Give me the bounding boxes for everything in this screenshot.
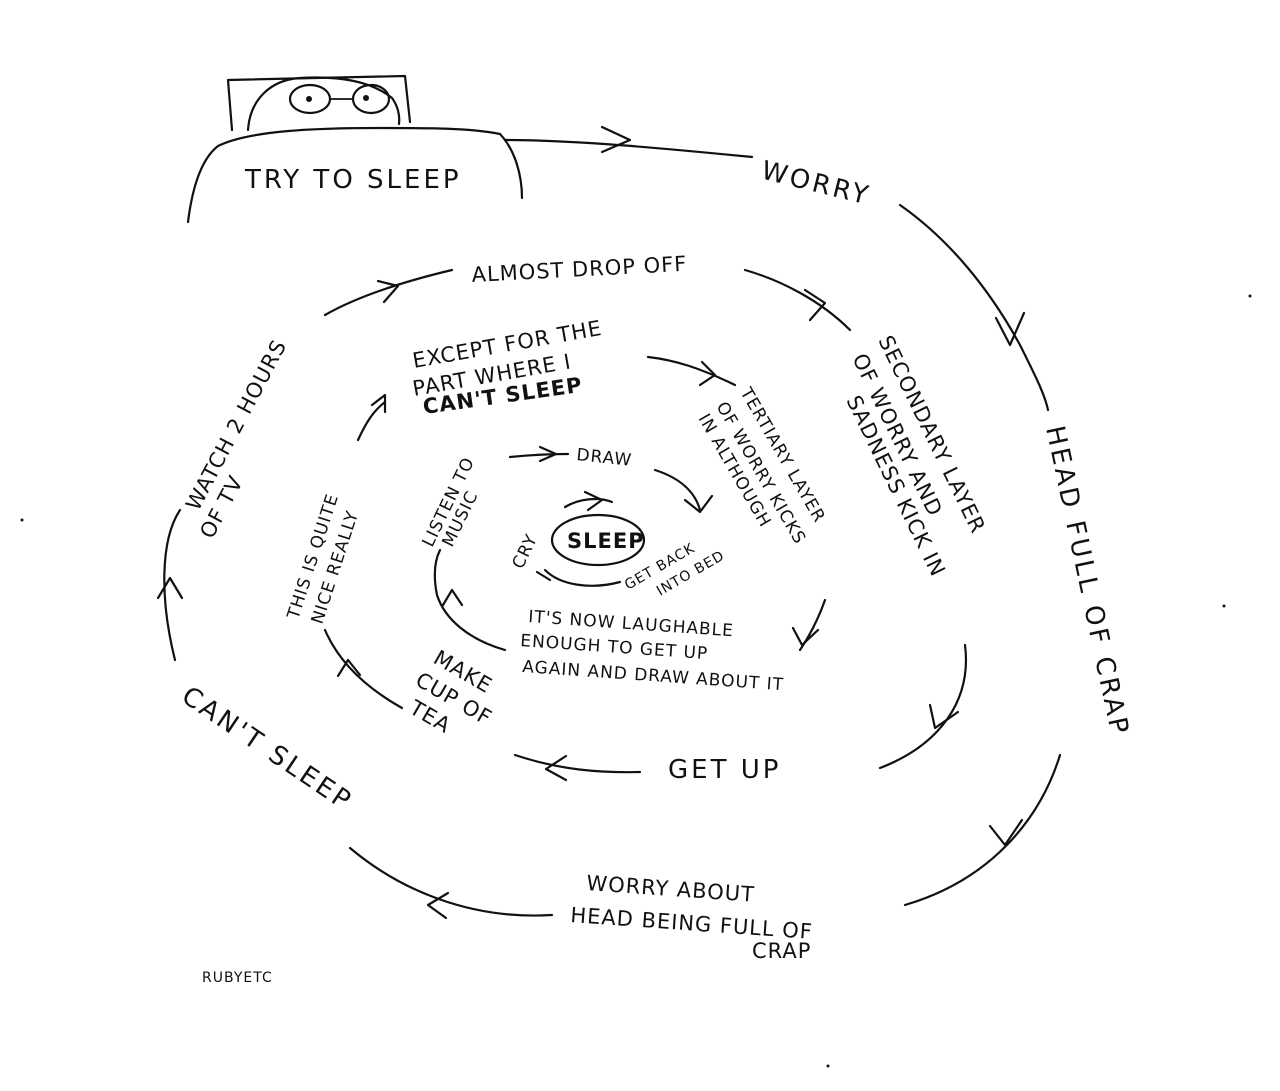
label-worry-about-1: WORRY ABOUT — [586, 871, 756, 907]
outer-loop-arrows — [156, 125, 1062, 920]
right-eye — [351, 83, 391, 115]
label-try-to-sleep: TRY TO SLEEP — [244, 165, 462, 195]
label-worry-about-2: HEAD BEING FULL OF — [570, 903, 814, 944]
label-worry-about-3: CRAP — [752, 939, 811, 963]
label-draw: DRAW — [575, 445, 633, 471]
third-loop-arrows — [433, 355, 827, 652]
signature: RUBYETC — [202, 970, 273, 986]
label-laughable-3: AGAIN AND DRAW ABOUT IT — [522, 657, 785, 695]
head-outline — [246, 76, 401, 132]
inner-loop — [535, 490, 646, 587]
label-cant-sleep: CAN'T SLEEP — [176, 681, 358, 817]
second-loop-arrows — [323, 268, 968, 782]
label-get-up: GET UP — [668, 755, 781, 785]
label-head-full-of-crap: HEAD FULL OF CRAP — [1039, 423, 1134, 739]
pillow-outline — [226, 74, 412, 132]
label-worry: WORRY — [758, 156, 873, 212]
bed-illustration — [186, 74, 524, 224]
label-cry: CRY — [509, 531, 543, 572]
label-almost-drop-off: ALMOST DROP OFF — [471, 252, 688, 287]
blanket-outline — [186, 126, 524, 224]
label-sleep: SLEEP — [567, 529, 645, 553]
sleep-oval — [550, 513, 646, 567]
